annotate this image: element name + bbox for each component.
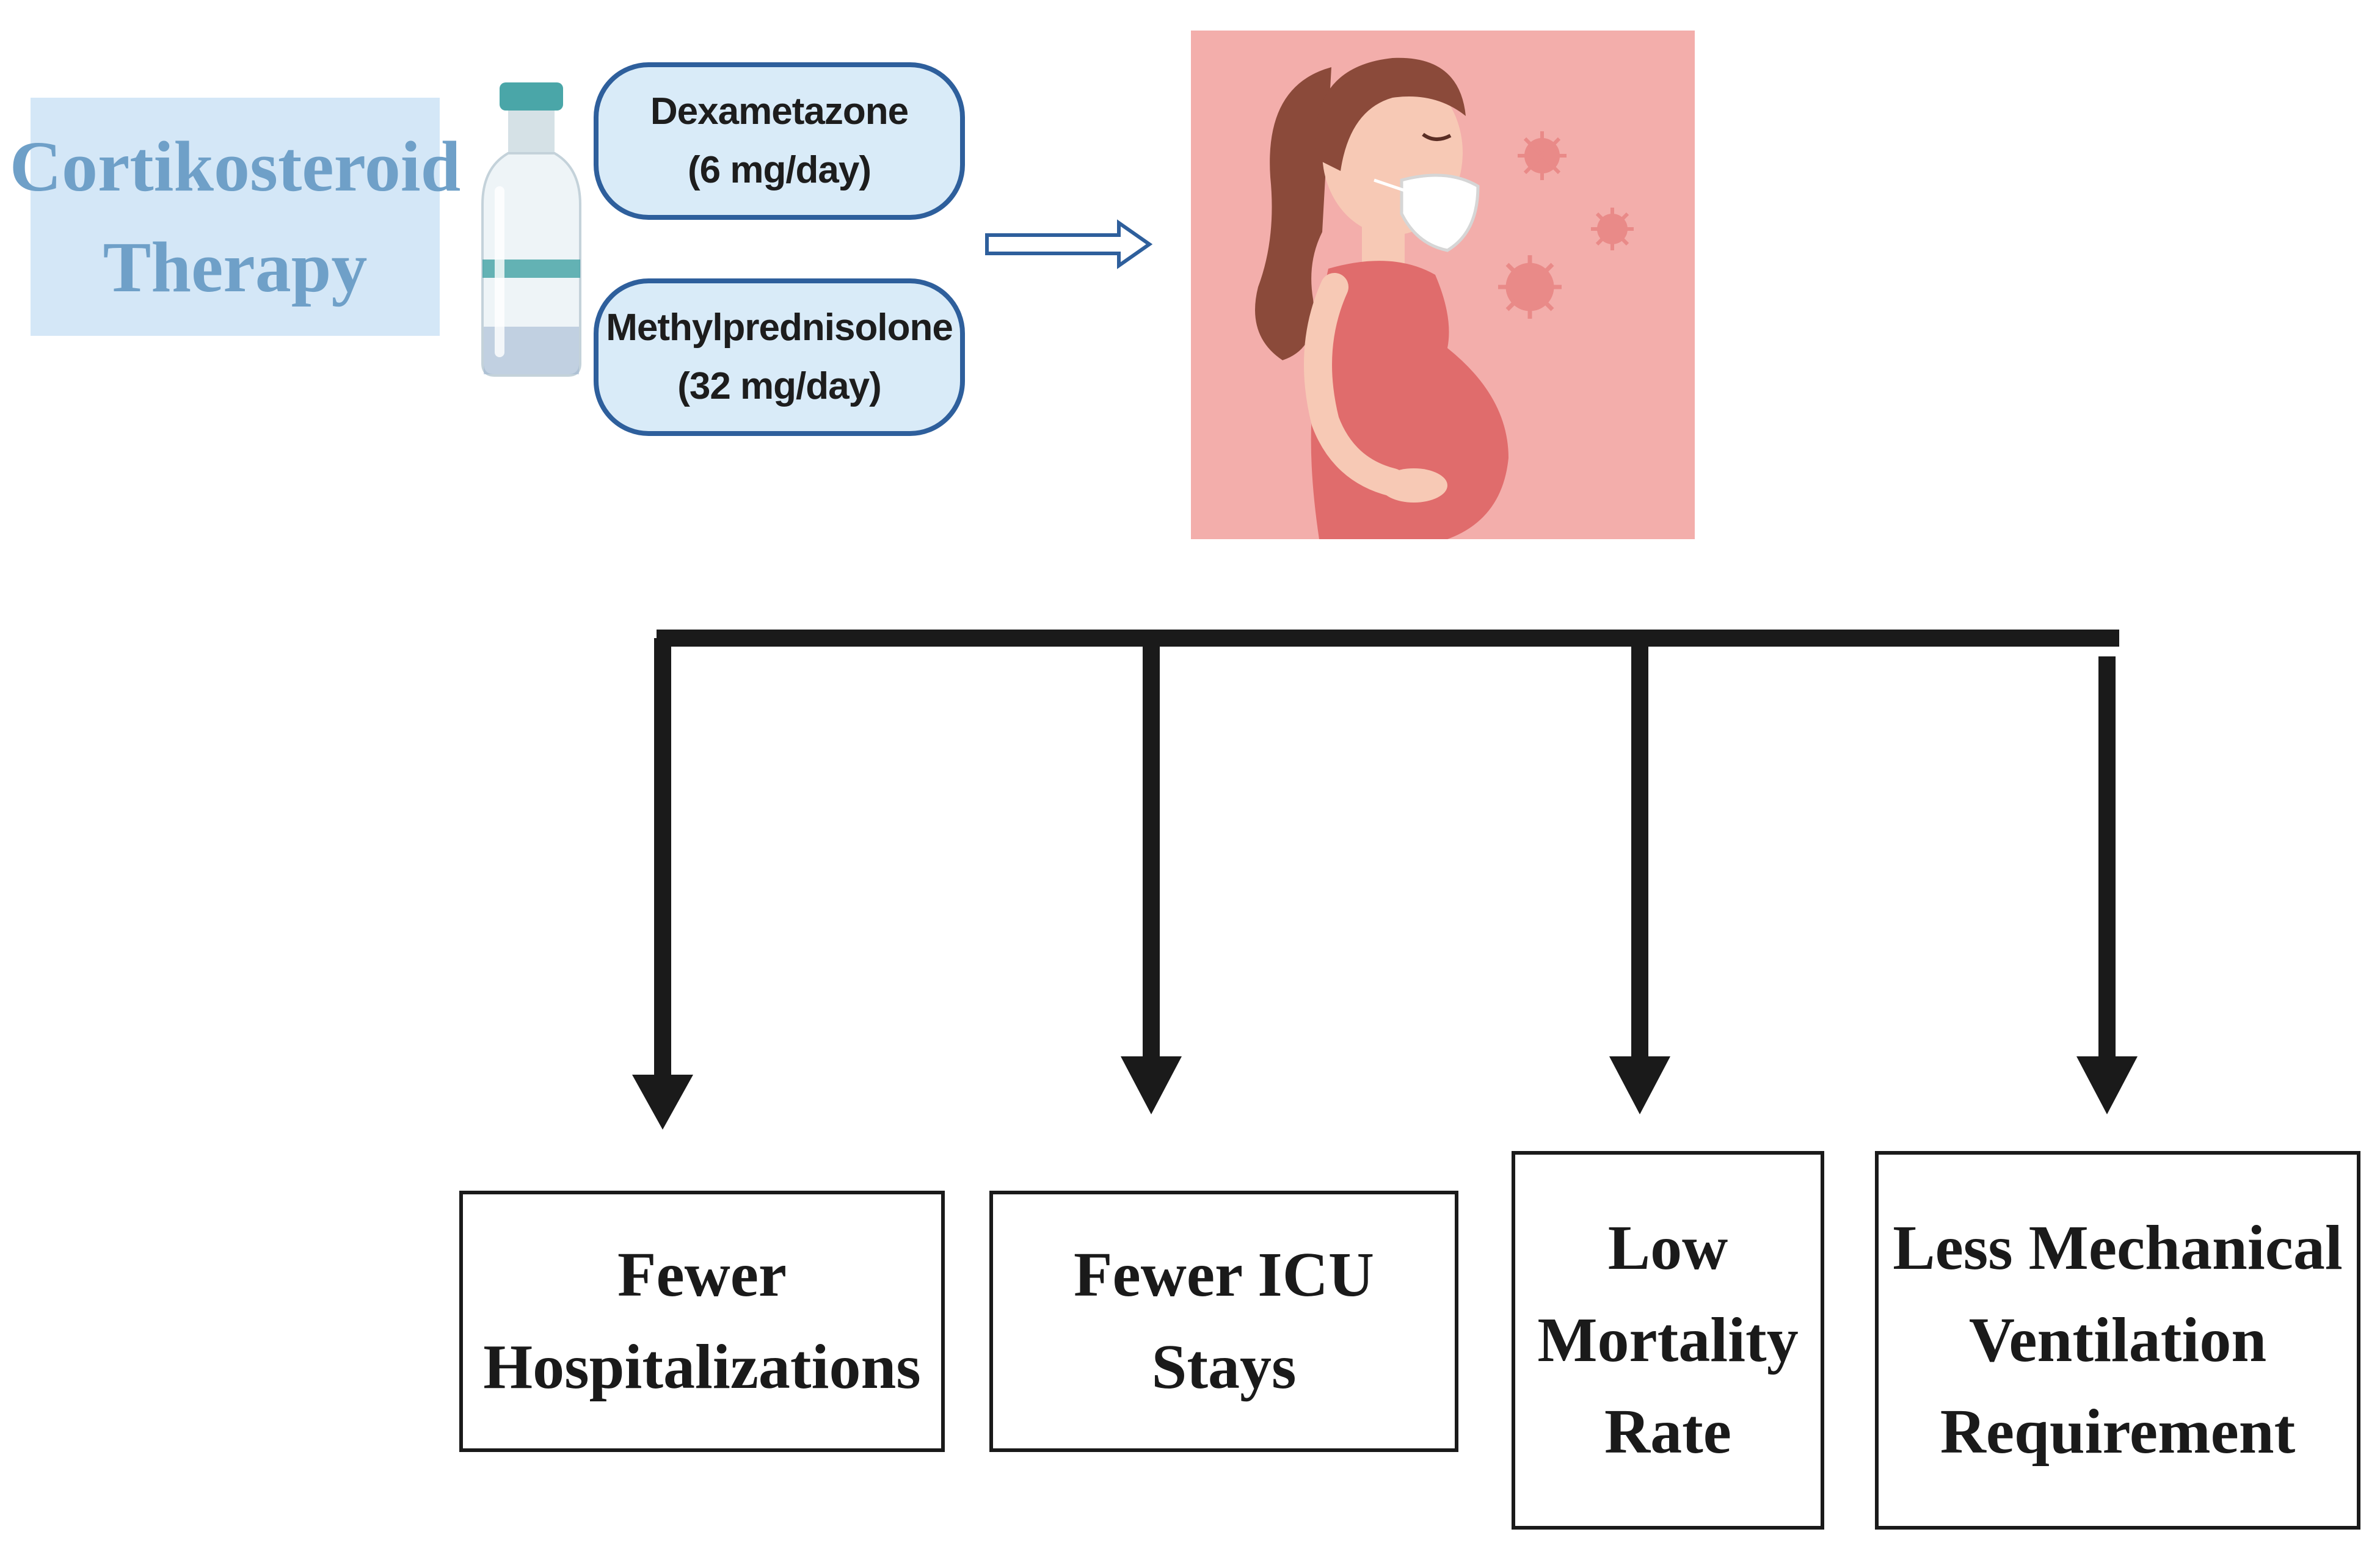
therapy-label: Cortikosteroid Therapy — [10, 116, 461, 318]
dexametazone-pill: Dexametazone (6 mg/day) — [594, 62, 965, 220]
arrow-head-3 — [1609, 1056, 1670, 1114]
outcome-fewer-hospitalizations: Fewer Hospitalizations — [459, 1191, 945, 1452]
drug-name: Methylprednisolone — [606, 306, 953, 349]
outcome-line: Fewer — [617, 1240, 787, 1310]
drug-dose: (6 mg/day) — [687, 149, 872, 191]
outcome-line: Mortality — [1537, 1304, 1799, 1375]
outcome-line: Less Mechanical — [1893, 1212, 2343, 1283]
outcome-less-mechanical-ventilation: Less Mechanical Ventilation Requirement — [1875, 1151, 2360, 1530]
outcome-low-mortality-rate: Low Mortality Rate — [1512, 1151, 1824, 1530]
therapy-label-box: Cortikosteroid Therapy — [10, 98, 460, 336]
virus-icon — [1518, 131, 1567, 180]
right-arrow-icon — [985, 219, 1153, 269]
outcome-fewer-icu-stays: Fewer ICU Stays — [989, 1191, 1458, 1452]
virus-icon — [1591, 208, 1634, 250]
outcome-line: Hospitalizations — [483, 1332, 921, 1402]
outcome-line: Ventilation — [1968, 1304, 2267, 1375]
outcome-line: Requirement — [1940, 1396, 2296, 1467]
therapy-label-line2: Therapy — [103, 227, 368, 307]
vial-icon — [481, 82, 581, 377]
therapy-label-line1: Cortikosteroid — [9, 126, 461, 206]
methylprednisolone-pill: Methylprednisolone (32 mg/day) — [594, 278, 965, 436]
outcome-line: Rate — [1604, 1396, 1731, 1467]
outcome-line: Low — [1607, 1212, 1728, 1283]
arrow-head-2 — [1121, 1056, 1182, 1114]
arrow-head-4 — [2076, 1056, 2138, 1114]
drug-name: Dexametazone — [650, 90, 909, 133]
pregnant-woman-illustration — [1191, 31, 1695, 539]
outcome-line: Fewer ICU — [1074, 1240, 1374, 1310]
virus-icon — [1498, 255, 1562, 319]
outcome-line: Stays — [1151, 1332, 1297, 1402]
arrow-head-1 — [632, 1075, 693, 1130]
drug-dose: (32 mg/day) — [677, 365, 882, 407]
